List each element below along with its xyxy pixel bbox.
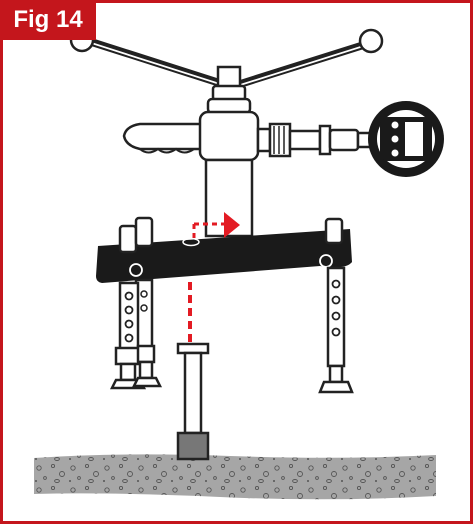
right-leg <box>318 266 354 394</box>
gauge-coupling <box>256 122 378 158</box>
pressure-gauge <box>368 101 444 177</box>
ground <box>34 454 436 500</box>
pump-handle <box>122 122 207 154</box>
figure-label: Fig 14 <box>0 0 96 40</box>
puller-yoke <box>96 229 352 283</box>
t-handle <box>69 27 384 89</box>
top-nut <box>206 65 252 115</box>
left-legs <box>109 278 163 390</box>
alignment-arrow <box>188 212 240 346</box>
test-anchor <box>176 342 210 461</box>
yoke-posts <box>118 216 344 254</box>
